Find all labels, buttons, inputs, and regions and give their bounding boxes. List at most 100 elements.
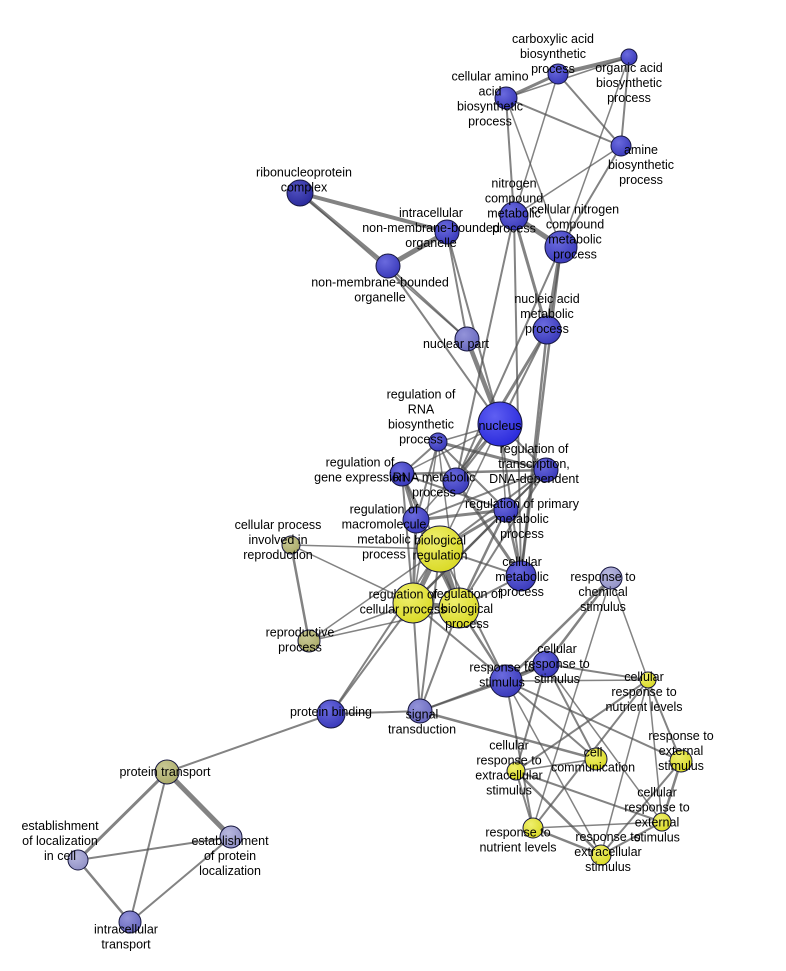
edge-res--rex [600, 760, 682, 856]
node-rex[interactable] [590, 844, 612, 866]
edge-ca--ncm [513, 73, 559, 217]
node-rtd[interactable] [533, 457, 559, 483]
edge-crn--crex [647, 679, 663, 823]
node-rp[interactable] [297, 629, 321, 653]
node-it[interactable] [118, 910, 142, 934]
edge-crs--crex [545, 663, 663, 823]
edge-br--st [419, 548, 441, 712]
node-br[interactable] [416, 525, 464, 573]
node-epl[interactable] [219, 825, 243, 849]
node-rs[interactable] [489, 664, 523, 698]
node-rcs[interactable] [599, 566, 623, 590]
node-ncm[interactable] [499, 201, 529, 231]
node-res[interactable] [669, 749, 693, 773]
node-caa[interactable] [494, 86, 518, 110]
node-crs[interactable] [532, 650, 560, 678]
node-cc[interactable] [584, 747, 608, 771]
edge-rrb--rtd [436, 440, 548, 472]
node-cmp[interactable] [505, 560, 537, 592]
edge-rcs--crn [610, 577, 649, 681]
edge-nam--cmp [519, 328, 549, 578]
node-ca[interactable] [547, 63, 569, 85]
node-st[interactable] [407, 698, 433, 724]
node-am[interactable] [610, 135, 632, 157]
node-nuc[interactable] [477, 401, 523, 447]
node-np[interactable] [454, 326, 480, 352]
edge-pt--elc [76, 770, 169, 862]
edge-crn--res [647, 679, 682, 762]
node-rcp[interactable] [392, 582, 434, 624]
edge-ca--am [557, 73, 622, 147]
node-rmm[interactable] [402, 506, 430, 534]
edge-rp--br [308, 548, 441, 642]
edge-rmm--rpm [414, 508, 508, 522]
node-rmp[interactable] [442, 467, 470, 495]
edge-caa--am [505, 97, 622, 147]
node-rpm[interactable] [493, 497, 519, 523]
node-rrb[interactable] [428, 432, 448, 452]
node-crex[interactable] [652, 812, 672, 832]
node-pb[interactable] [316, 699, 346, 729]
edge-crs--cres [515, 663, 547, 772]
edge-crs--st [419, 663, 547, 712]
edge-cpr--rp [289, 543, 311, 643]
edge-oa--am [620, 56, 630, 147]
edge-nmb--nuc [387, 265, 501, 425]
edge-elc--it [76, 858, 132, 924]
node-cres[interactable] [506, 761, 526, 781]
node-cncm[interactable] [544, 230, 578, 264]
node-elc[interactable] [67, 849, 89, 871]
node-rnp[interactable] [286, 179, 314, 207]
edge-crn--rex [600, 679, 649, 856]
node-inmb[interactable] [434, 219, 460, 245]
node-nam[interactable] [532, 315, 562, 345]
edge-rtd--rmm [415, 469, 547, 521]
edge-epl--it [129, 836, 232, 923]
node-cpr[interactable] [281, 535, 301, 555]
node-nmb[interactable] [375, 253, 401, 279]
node-rge[interactable] [389, 461, 415, 487]
node-rnl[interactable] [522, 817, 544, 839]
edge-rnp--inmb [298, 191, 449, 234]
node-pt[interactable] [154, 759, 180, 785]
edge-rp--rbp [308, 607, 460, 642]
edge-rs--cc [505, 680, 597, 760]
node-crn[interactable] [639, 671, 657, 689]
edge-caa--cncm [505, 97, 562, 248]
node-oa[interactable] [620, 48, 638, 66]
edge-epl--elc [77, 836, 232, 861]
edge-oa--cncm [560, 56, 630, 248]
label-pt: protein transport [119, 765, 211, 779]
label-nuc: nucleus [478, 419, 521, 433]
edge-rrb--rpm [437, 441, 507, 511]
edge-ncm--cmp [513, 215, 522, 577]
edge-crs--rcs [544, 576, 613, 666]
edge-rs--rcs [504, 576, 613, 683]
node-rbp[interactable] [438, 587, 480, 629]
